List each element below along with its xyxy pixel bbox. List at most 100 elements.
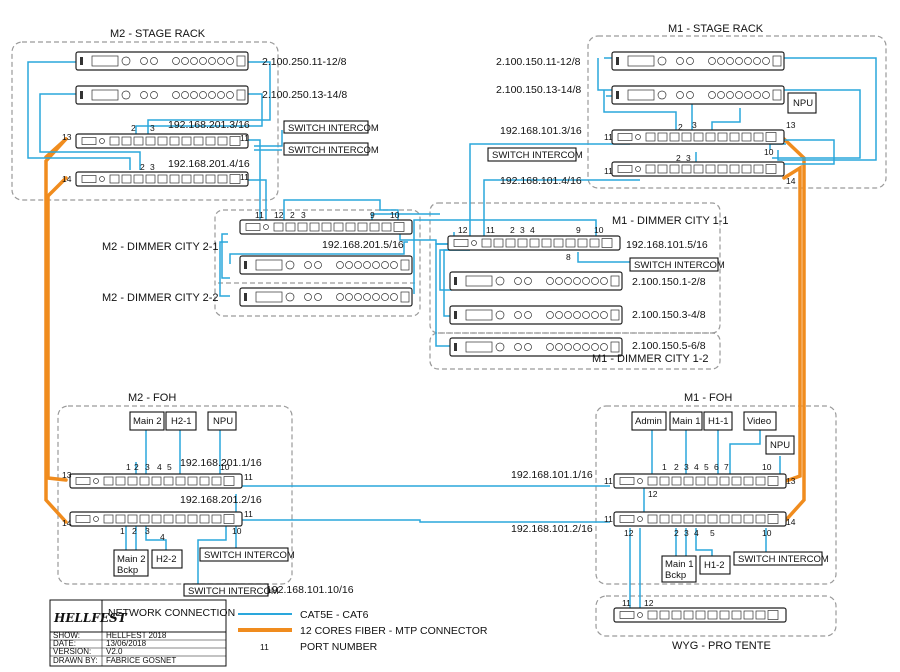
- svg-text:2: 2: [290, 210, 295, 220]
- endpoint-npu-m1-stage: NPU: [787, 92, 817, 114]
- m2-foh-switch-1: [69, 473, 243, 489]
- m2-foh-switch-2: [69, 511, 243, 527]
- svg-text:SWITCH INTERCOM: SWITCH INTERCOM: [288, 123, 379, 134]
- svg-text:DRAWN BY:: DRAWN BY:: [53, 656, 98, 665]
- svg-text:2: 2: [674, 528, 679, 538]
- address-m1-dim-n1: 2.100.150.1-2/8: [632, 276, 706, 288]
- svg-text:5: 5: [710, 528, 715, 538]
- svg-text:11: 11: [486, 225, 495, 235]
- hellfest-logo: HELLFEST: [53, 611, 128, 625]
- endpoint-main-1: Main 1: [669, 411, 703, 431]
- group-title-m2-dim22: M2 - DIMMER CITY 2-2: [102, 292, 219, 304]
- group-title-m1-dim12: M1 - DIMMER CITY 1-2: [592, 353, 709, 365]
- address-intercom: 192.168.101.10/16: [266, 584, 354, 596]
- endpoint-switch-intercom-m1-dimmer: SWITCH INTERCOM: [629, 257, 725, 272]
- group-title-m2-stage: M2 - STAGE RACK: [110, 28, 206, 40]
- svg-text:13: 13: [62, 470, 72, 480]
- endpoint-h1-1: H1-1: [703, 411, 733, 431]
- m2-stage-node-2: [75, 85, 249, 105]
- endpoint-npu-m2-foh: NPU: [207, 411, 237, 431]
- legend-title: NETWORK CONNECTION: [108, 607, 235, 619]
- legend-port-sample: 11: [260, 642, 269, 652]
- svg-text:NPU: NPU: [213, 416, 233, 427]
- svg-text:Admin: Admin: [635, 416, 662, 427]
- svg-text:10: 10: [762, 462, 772, 472]
- svg-text:11: 11: [244, 472, 253, 482]
- svg-text:11: 11: [255, 210, 264, 220]
- svg-text:Main 2: Main 2: [117, 554, 146, 565]
- svg-text:2: 2: [674, 462, 679, 472]
- svg-text:13/06/2018: 13/06/2018: [106, 639, 147, 648]
- m1-stage-switch-1: [611, 129, 785, 145]
- m2-stage-switch-1: [75, 133, 249, 149]
- svg-text:SWITCH INTERCOM: SWITCH INTERCOM: [634, 260, 725, 271]
- svg-text:SHOW:: SHOW:: [53, 631, 80, 640]
- svg-text:1: 1: [120, 526, 125, 536]
- address-m1-node1: 2.100.150.11-12/8: [496, 56, 581, 68]
- svg-text:Main 1: Main 1: [665, 559, 694, 570]
- svg-text:3: 3: [145, 462, 150, 472]
- svg-text:3: 3: [684, 462, 689, 472]
- svg-text:3: 3: [520, 225, 525, 235]
- fiber-m2-top: [44, 137, 68, 159]
- svg-text:12: 12: [624, 528, 634, 538]
- group-m1-foh: [595, 405, 837, 585]
- svg-text:4: 4: [694, 462, 699, 472]
- group-wyg: [595, 595, 837, 637]
- svg-text:Main 1: Main 1: [672, 416, 701, 427]
- endpoint-npu-m1-foh: NPU: [765, 435, 795, 455]
- svg-text:4: 4: [160, 532, 165, 542]
- svg-text:11: 11: [604, 132, 613, 142]
- legend-port-label: PORT NUMBER: [300, 641, 378, 653]
- svg-text:13: 13: [786, 120, 796, 130]
- svg-text:11: 11: [240, 133, 249, 143]
- m1-dimmer-switch: [447, 235, 621, 251]
- svg-text:SWITCH INTERCOM: SWITCH INTERCOM: [738, 554, 829, 565]
- endpoint-switch-intercom-m2b: SWITCH INTERCOM: [283, 142, 379, 156]
- address-m2-node1: 2.100.250.11-12/8: [262, 56, 347, 68]
- svg-text:HELLFEST 2018: HELLFEST 2018: [106, 631, 167, 640]
- fiber-m1-right: [782, 164, 802, 483]
- endpoint-switch-intercom-m2-foh: SWITCH INTERCOM: [199, 547, 295, 562]
- address-m2-foh-sw2: 192.168.201.2/16: [180, 494, 262, 506]
- svg-text:V2.0: V2.0: [106, 647, 123, 656]
- endpoint-main-1-bckp: Main 1 Bckp: [661, 555, 697, 583]
- svg-text:Bckp: Bckp: [665, 570, 686, 581]
- svg-text:11: 11: [622, 598, 631, 608]
- svg-text:12: 12: [458, 225, 468, 235]
- endpoint-video: Video: [743, 411, 777, 431]
- endpoint-main-2-bckp: Main 2 Bckp: [113, 549, 149, 577]
- svg-text:Main 2: Main 2: [133, 416, 162, 427]
- m1-dimmer-node-2: [449, 305, 623, 325]
- endpoint-h2-1: H2-1: [165, 411, 197, 431]
- svg-text:2: 2: [140, 162, 145, 172]
- svg-text:11: 11: [240, 172, 249, 182]
- m1-stage-node-1: [611, 51, 785, 71]
- svg-text:6: 6: [714, 462, 719, 472]
- svg-text:2: 2: [510, 225, 515, 235]
- svg-text:10: 10: [764, 147, 774, 157]
- svg-text:12: 12: [644, 598, 654, 608]
- svg-text:14: 14: [62, 174, 72, 184]
- group-m1-dimmer-city-1: [429, 202, 721, 334]
- address-m1-dim-n3: 2.100.150.5-6/8: [632, 340, 706, 352]
- svg-text:H1-1: H1-1: [708, 416, 729, 427]
- port-numbers: 13 14 2 3 11 2 3 11 11 12 2 3 9 10 2 3 1…: [62, 120, 796, 608]
- svg-text:4: 4: [694, 528, 699, 538]
- fiber-m2-right: [46, 176, 68, 482]
- svg-text:NPU: NPU: [770, 440, 790, 451]
- m2-dimmer-node-2: [239, 287, 413, 307]
- endpoint-h2-2: H2-2: [151, 549, 183, 569]
- m2-dimmer-node-1: [239, 255, 413, 275]
- svg-text:FABRICE GOSNET: FABRICE GOSNET: [106, 656, 176, 665]
- address-m1-sw1: 192.168.101.3/16: [500, 125, 582, 137]
- svg-text:9: 9: [370, 210, 375, 220]
- endpoint-switch-intercom-m1-foh: SWITCH INTERCOM: [733, 551, 829, 566]
- svg-text:SWITCH INTERCOM: SWITCH INTERCOM: [492, 150, 583, 161]
- group-m2-foh: [57, 405, 293, 585]
- svg-text:Bckp: Bckp: [117, 565, 138, 576]
- svg-text:NPU: NPU: [793, 98, 813, 109]
- wyg-switch: [613, 607, 787, 623]
